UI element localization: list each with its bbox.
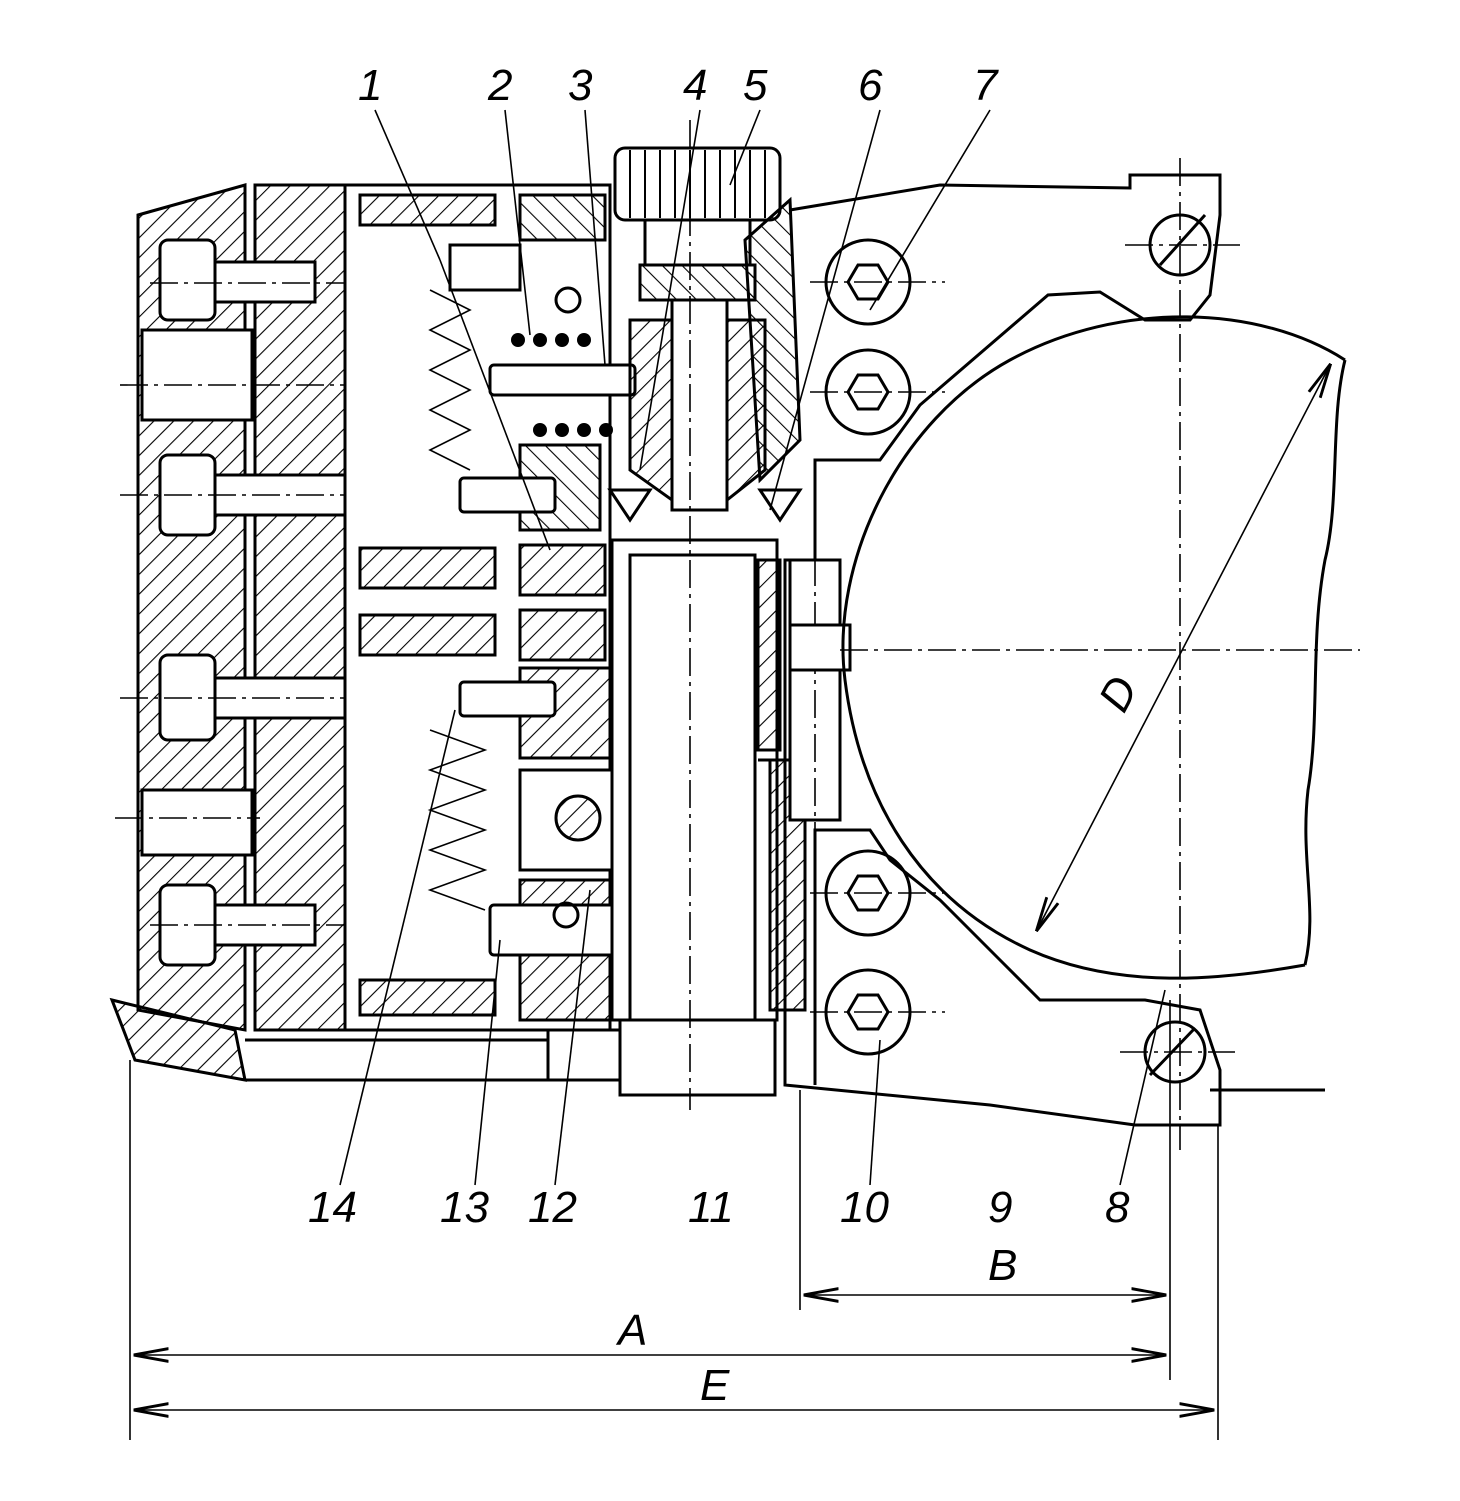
part-label-6: 6 [858, 61, 883, 110]
dimension-lines [129, 1000, 1219, 1440]
part-labels-top: 1 2 3 4 5 6 7 [358, 61, 999, 110]
dimension-label-b: B [988, 1241, 1017, 1290]
part-label-3: 3 [568, 61, 593, 110]
part-label-7: 7 [973, 61, 999, 110]
part-label-5: 5 [743, 61, 768, 110]
part-label-13: 13 [440, 1183, 489, 1232]
part-label-4: 4 [683, 61, 707, 110]
part-labels-bottom: 14 13 12 11 10 9 8 [308, 1183, 1130, 1232]
dimension-label-d: D [1089, 668, 1147, 719]
housing-left [109, 183, 560, 1082]
dimension-label-a: A [615, 1306, 647, 1355]
part-label-11: 11 [688, 1183, 734, 1232]
part-label-12: 12 [528, 1183, 577, 1232]
part-label-9: 9 [988, 1183, 1012, 1232]
part-label-10: 10 [840, 1183, 889, 1232]
inner-body [245, 183, 637, 1082]
hex-nuts [810, 213, 1240, 1084]
brake-drum [840, 158, 1360, 1150]
part-label-14: 14 [308, 1183, 357, 1232]
part-label-1: 1 [358, 61, 382, 110]
leader-lines [339, 109, 1166, 1186]
central-shaft [607, 120, 807, 1110]
brake-arm [783, 173, 1325, 1127]
part-label-8: 8 [1105, 1183, 1130, 1232]
dimension-label-e: E [700, 1361, 730, 1410]
ball-row [511, 333, 613, 437]
part-label-2: 2 [487, 61, 512, 110]
